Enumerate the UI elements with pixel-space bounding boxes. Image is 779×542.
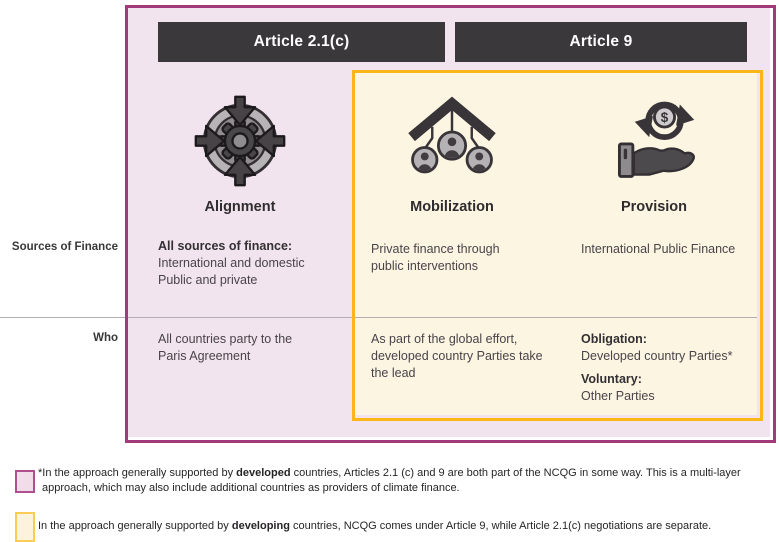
obligation-label: Obligation: <box>581 332 647 346</box>
column-title-mobilization: Mobilization <box>410 199 494 215</box>
cell-provision-who: Obligation: Developed country Parties* V… <box>581 331 771 405</box>
column-title-alignment: Alignment <box>204 199 276 215</box>
cell-mobilization-sources: Private finance through public intervent… <box>371 242 500 273</box>
footnote-developing-bold: developing <box>231 520 290 532</box>
header-article-21c-label: Article 2.1(c) <box>253 33 350 50</box>
cell-alignment-sources-line1: International and domestic <box>158 256 305 270</box>
legend-swatch-yellow <box>15 512 35 542</box>
header-article-21c: Article 2.1(c) <box>158 22 445 62</box>
cell-alignment-sources: All sources of finance: International an… <box>158 238 343 289</box>
legend-swatch-pink <box>15 470 35 493</box>
voluntary-label: Voluntary: <box>581 372 642 386</box>
gear-target-icon <box>193 94 287 188</box>
cell-alignment-sources-line2: Public and private <box>158 273 258 287</box>
row-label-sources-of-finance: Sources of Finance <box>11 241 118 253</box>
row-label-who: Who <box>93 332 118 344</box>
voluntary-value: Other Parties <box>581 389 655 403</box>
header-article-9-label: Article 9 <box>569 33 633 50</box>
footnote-developed-bold: developed <box>236 467 291 479</box>
hand-money-cycle-icon: $ <box>605 94 701 188</box>
footnote-developed: *In the approach generally supported by … <box>38 466 779 496</box>
cell-alignment-who: All countries party to the Paris Agreeme… <box>158 332 293 363</box>
footnote-developing-suffix: countries, NCQG comes under Article 9, w… <box>289 520 712 532</box>
footnote-developing-prefix: In the approach generally supported by <box>38 520 232 532</box>
footnote-developed-suffix: countries, Articles 2.1 (c) and 9 are bo… <box>42 467 741 494</box>
row-divider <box>0 317 757 318</box>
cell-provision-sources: International Public Finance <box>581 242 736 256</box>
people-network-icon <box>405 91 499 188</box>
footnote-developed-prefix: *In the approach generally supported by <box>38 467 237 479</box>
svg-text:$: $ <box>661 110 669 125</box>
header-article-9: Article 9 <box>455 22 747 62</box>
obligation-value: Developed country Parties* <box>581 349 733 363</box>
column-title-provision: Provision <box>620 199 688 215</box>
cell-alignment-sources-heading: All sources of finance: <box>158 239 293 253</box>
footnote-developing: In the approach generally supported by d… <box>38 519 779 534</box>
cell-mobilization-who: As part of the global effort, developed … <box>371 332 543 380</box>
